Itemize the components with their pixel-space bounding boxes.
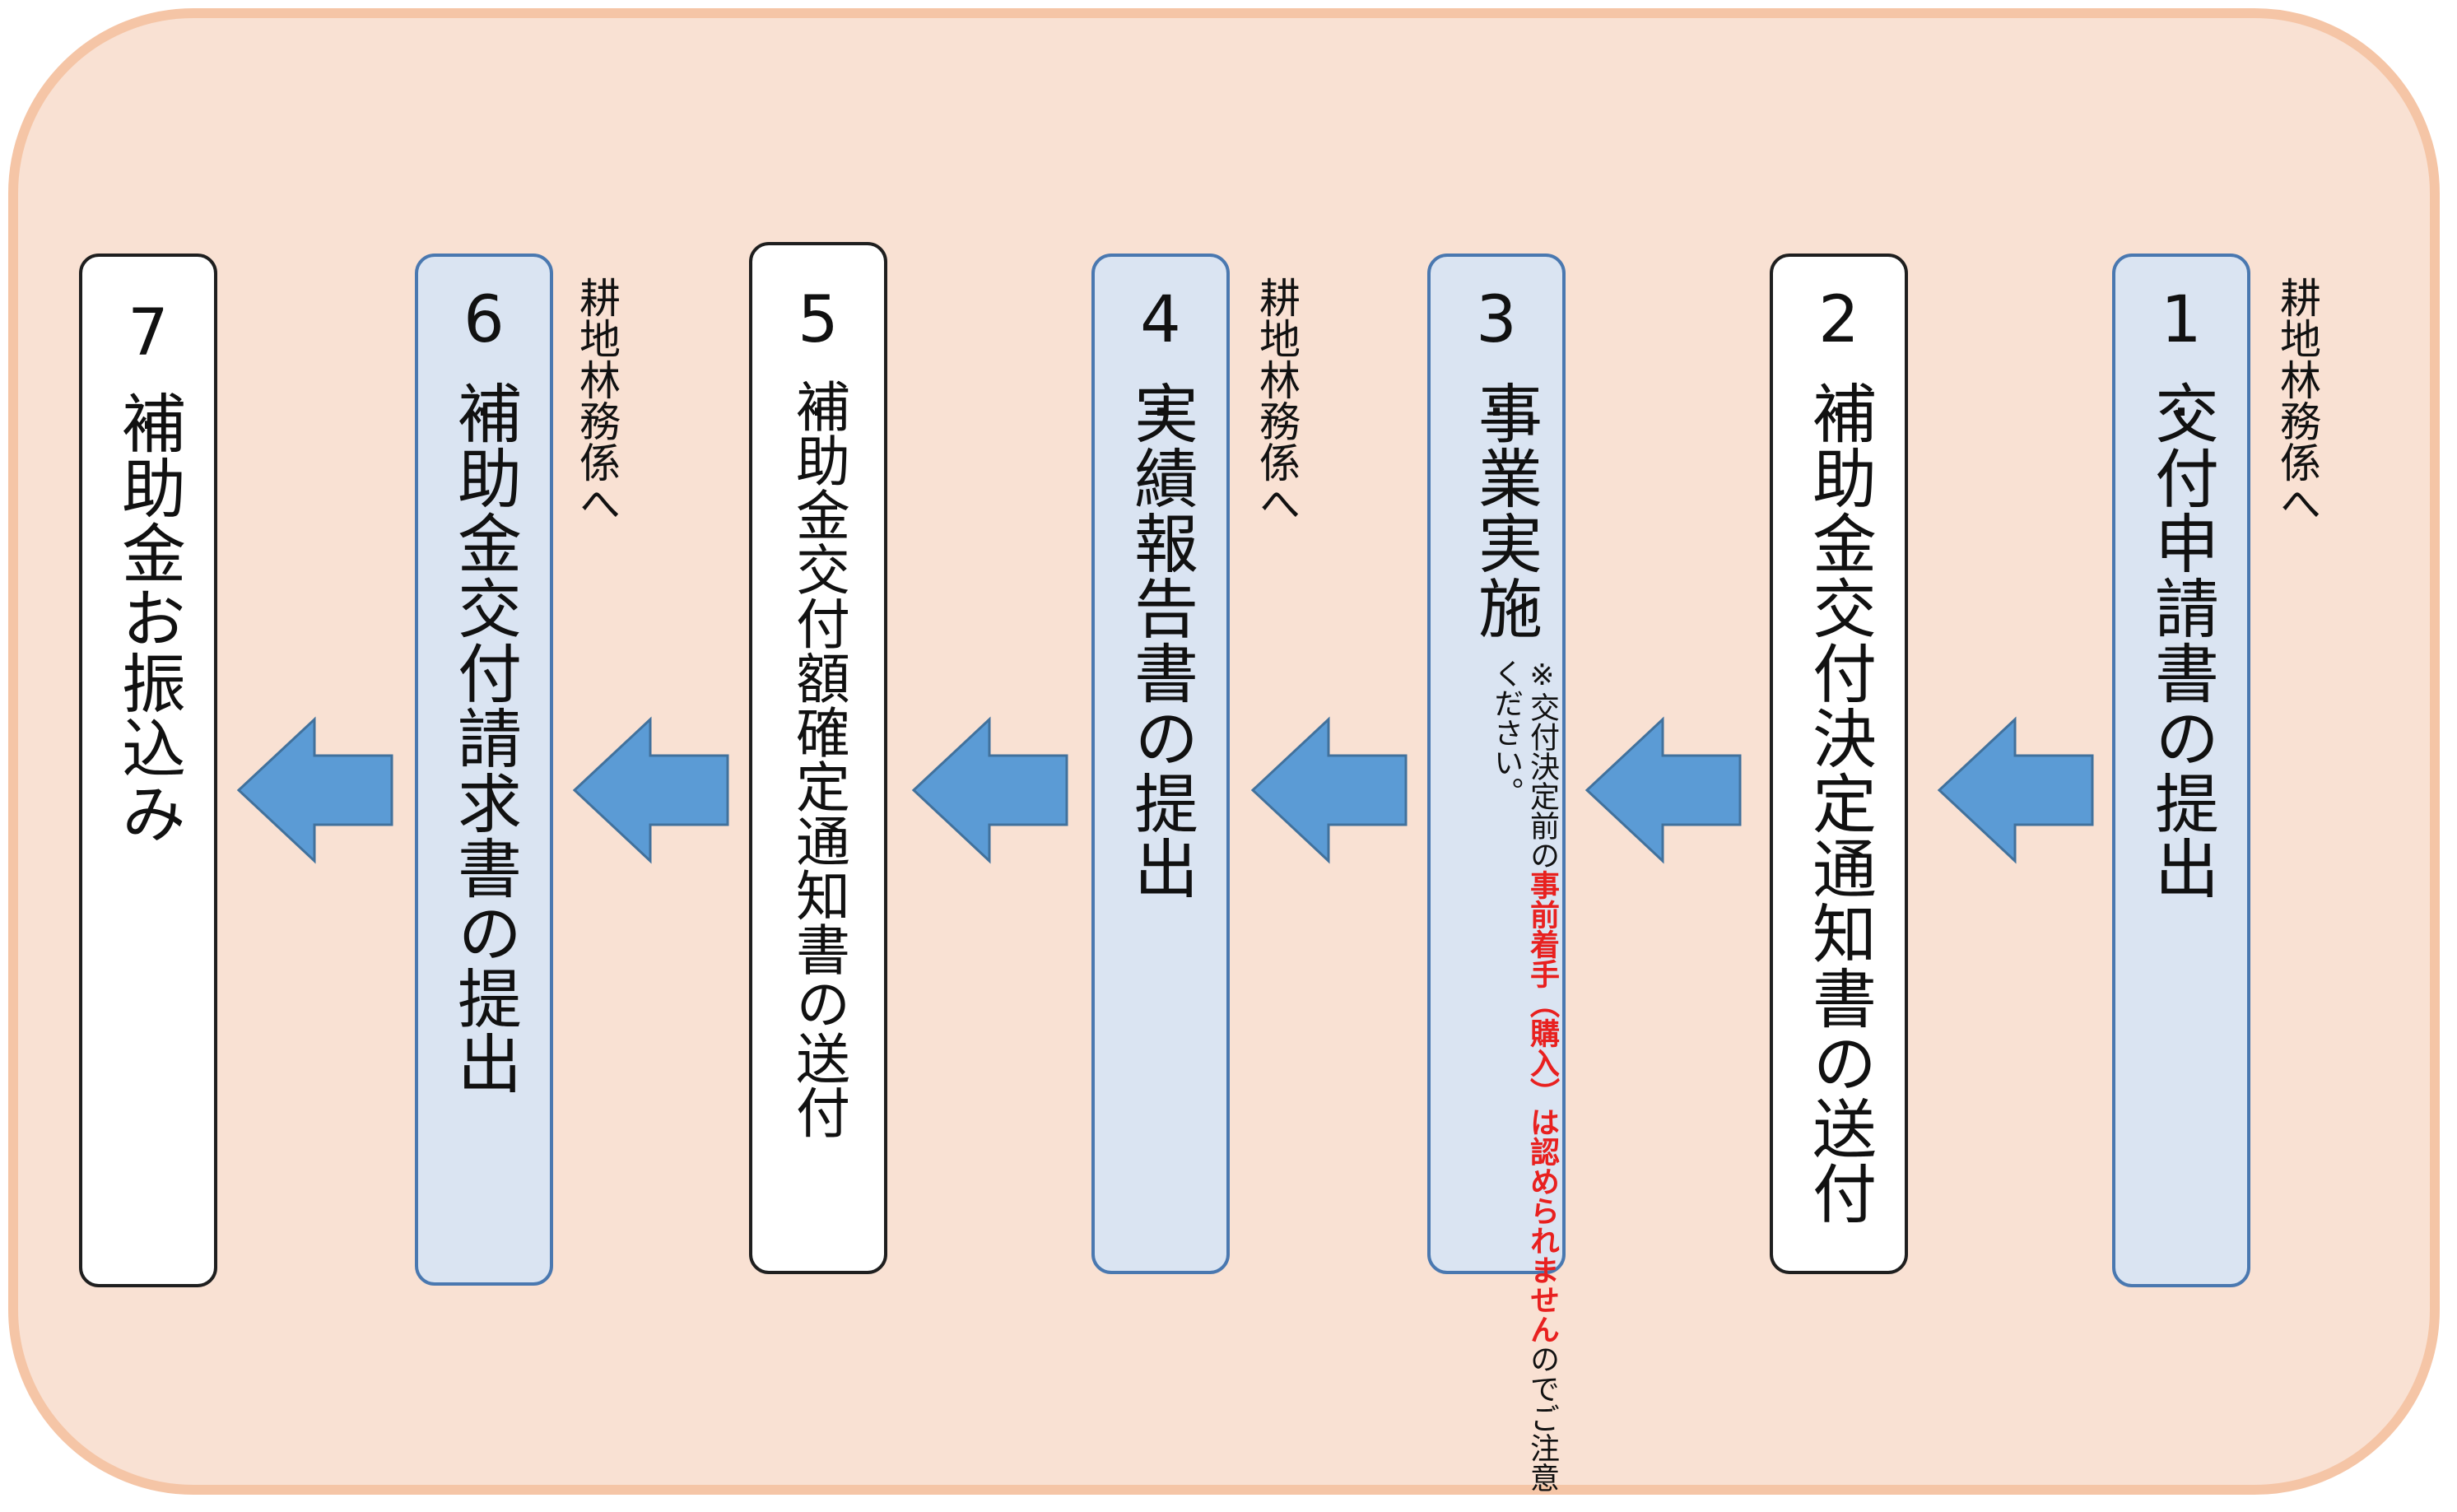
- step-1-label: 交付申請書の提出: [2144, 380, 2218, 900]
- step-3-note-prefix: ※交付決定前の: [1525, 658, 1559, 870]
- step-6-number: 6.: [447, 283, 521, 431]
- step-7-box: 7. 補助金お振込み: [79, 254, 217, 1287]
- step-3-label: 事業実施: [1468, 380, 1542, 640]
- step-5-number: 5.: [781, 283, 855, 431]
- step-4-label: 実績報告書の提出: [1124, 380, 1198, 900]
- step-2-label: 補助金交付決定通知書の送付: [1802, 380, 1876, 1226]
- left-arrow-icon: [911, 716, 1068, 864]
- left-arrow-icon: [1250, 716, 1408, 864]
- step-1-destination-label: 耕地林務係へ: [2273, 277, 2321, 523]
- step-4-number: 4.: [1124, 283, 1198, 431]
- step-6-destination-label: 耕地林務係へ: [573, 277, 621, 523]
- left-arrow-icon: [236, 716, 393, 864]
- step-4-box: 4. 実績報告書の提出: [1091, 254, 1230, 1274]
- step-5-label: 補助金交付額確定通知書の送付: [787, 379, 850, 1139]
- step-1-number: 1.: [2144, 283, 2218, 431]
- step-2-box: 2. 補助金交付決定通知書の送付: [1770, 254, 1908, 1274]
- left-arrow-icon: [1937, 716, 2094, 864]
- left-arrow-icon: [1584, 716, 1742, 864]
- step-7-label: 補助金お振込み: [111, 390, 185, 845]
- step-1-box: 1. 交付申請書の提出: [2112, 254, 2250, 1287]
- step-7-number: 7.: [111, 296, 185, 444]
- step-6-label: 補助金交付請求書の提出: [447, 380, 521, 1096]
- step-6-box: 6. 補助金交付請求書の提出: [415, 254, 553, 1286]
- step-3-note-warning: 事前着手（購入）は認められません: [1525, 870, 1559, 1344]
- step-3-box: 3. 事業実施 ※交付決定前の事前着手（購入）は認められませんのでご注意ください…: [1427, 254, 1566, 1492]
- step-3-note: ※交付決定前の事前着手（購入）は認められませんのでご注意ください。: [1484, 658, 1560, 1498]
- step-3-number: 3.: [1459, 283, 1533, 431]
- step-2-number: 2.: [1802, 283, 1876, 431]
- step-4-destination-label: 耕地林務係へ: [1253, 277, 1301, 523]
- step-3-note-suffix: のでご注意ください。: [1489, 658, 1559, 1492]
- step-5-box: 5. 補助金交付額確定通知書の送付: [749, 242, 887, 1274]
- left-arrow-icon: [572, 716, 729, 864]
